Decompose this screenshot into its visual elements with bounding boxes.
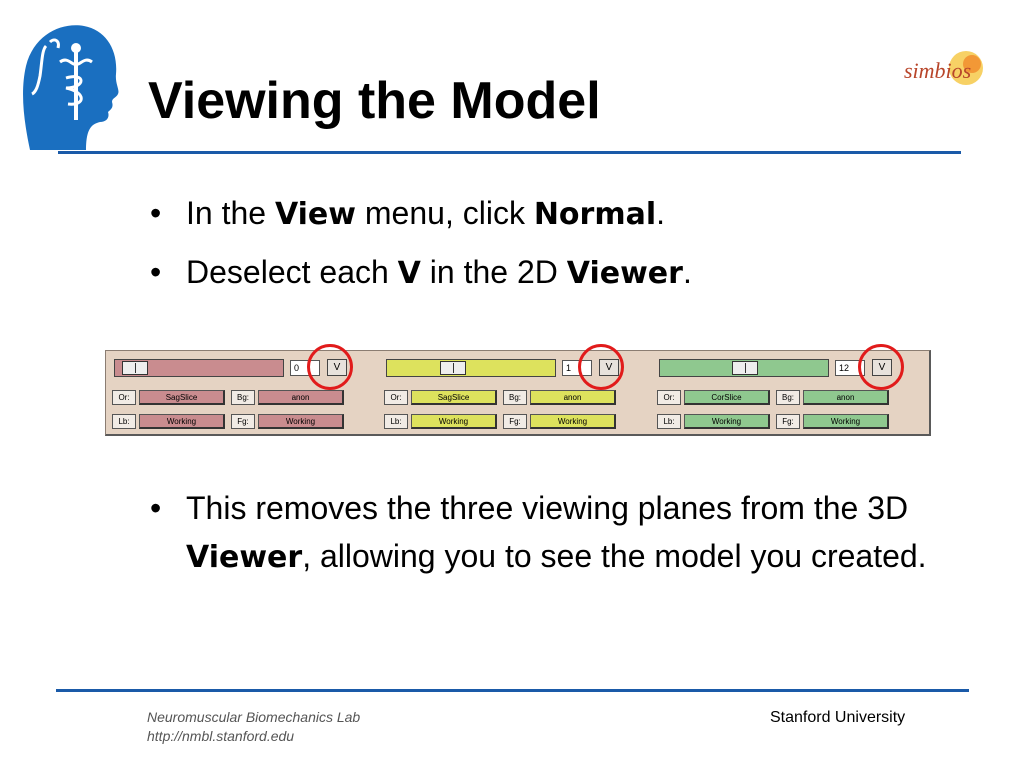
- bullet-item: Deselect each V in the 2D Viewer.: [148, 253, 968, 293]
- slice-slider-thumb[interactable]: [440, 361, 466, 375]
- label-layer-button[interactable]: Working: [684, 414, 770, 429]
- bullet-text: , allowing you to see the model you crea…: [302, 538, 927, 574]
- orient-label[interactable]: Or:: [384, 390, 408, 405]
- slice-panel-red: 0 V Or: SagSlice Bg: anon Lb: Working Fg…: [110, 351, 378, 435]
- orient-label[interactable]: Or:: [657, 390, 681, 405]
- slice-slider-thumb[interactable]: [732, 361, 758, 375]
- label-layer-label[interactable]: Lb:: [657, 414, 681, 429]
- bullet-list-bottom: This removes the three viewing planes fr…: [148, 484, 968, 601]
- bullet-text: Deselect each: [186, 254, 398, 290]
- bullet-text: .: [656, 195, 666, 231]
- slice-slider[interactable]: [659, 359, 829, 377]
- footer-lab-url[interactable]: http://nmbl.stanford.edu: [147, 728, 295, 744]
- bullet-bold: V: [397, 256, 421, 291]
- bullet-list-top: In the View menu, click Normal. Deselect…: [148, 194, 968, 312]
- bullet-text: .: [682, 254, 692, 290]
- bullet-text: in the 2D: [420, 254, 567, 290]
- bullet-bold: Viewer: [566, 256, 683, 291]
- bg-button[interactable]: anon: [258, 390, 344, 405]
- bullet-item: This removes the three viewing planes fr…: [148, 484, 968, 582]
- bg-button[interactable]: anon: [530, 390, 616, 405]
- bullet-bold: View: [274, 197, 356, 232]
- bullet-bold: Viewer: [186, 540, 303, 575]
- orient-label[interactable]: Or:: [112, 390, 136, 405]
- fg-label[interactable]: Fg:: [503, 414, 527, 429]
- bullet-bold: Normal: [533, 197, 657, 232]
- label-layer-button[interactable]: Working: [411, 414, 497, 429]
- footer-lab-info: Neuromuscular Biomechanics Lab http://nm…: [147, 708, 360, 746]
- highlight-circle: [858, 344, 904, 390]
- header-divider: [58, 151, 961, 154]
- bg-button[interactable]: anon: [803, 390, 889, 405]
- page-title: Viewing the Model: [148, 72, 601, 130]
- bullet-item: In the View menu, click Normal.: [148, 194, 968, 234]
- slice-slider[interactable]: [114, 359, 284, 377]
- orient-button[interactable]: SagSlice: [411, 390, 497, 405]
- label-layer-label[interactable]: Lb:: [384, 414, 408, 429]
- slice-slider-thumb[interactable]: [122, 361, 148, 375]
- slice-viewer-controls: 0 V Or: SagSlice Bg: anon Lb: Working Fg…: [105, 350, 931, 436]
- orient-button[interactable]: SagSlice: [139, 390, 225, 405]
- bg-label[interactable]: Bg:: [503, 390, 527, 405]
- fg-button[interactable]: Working: [530, 414, 616, 429]
- bullet-text: menu, click: [356, 195, 534, 231]
- simbios-logo-text: simbios: [904, 58, 971, 83]
- fg-button[interactable]: Working: [258, 414, 344, 429]
- slicer-head-caduceus-icon: [23, 25, 119, 150]
- orient-button[interactable]: CorSlice: [684, 390, 770, 405]
- bullet-text: In the: [186, 195, 275, 231]
- highlight-circle: [578, 344, 624, 390]
- slice-slider[interactable]: [386, 359, 556, 377]
- fg-label[interactable]: Fg:: [776, 414, 800, 429]
- highlight-circle: [307, 344, 353, 390]
- bg-label[interactable]: Bg:: [776, 390, 800, 405]
- footer-university: Stanford University: [770, 709, 906, 726]
- bg-label[interactable]: Bg:: [231, 390, 255, 405]
- fg-label[interactable]: Fg:: [231, 414, 255, 429]
- footer-lab-name: Neuromuscular Biomechanics Lab: [147, 709, 361, 725]
- slice-panel-yellow: 1 V Or: SagSlice Bg: anon Lb: Working Fg…: [382, 351, 650, 435]
- label-layer-label[interactable]: Lb:: [112, 414, 136, 429]
- footer-divider: [56, 689, 969, 692]
- fg-button[interactable]: Working: [803, 414, 889, 429]
- bullet-text: This removes the three viewing planes fr…: [186, 490, 909, 526]
- simbios-logo-icon: simbios: [904, 51, 983, 85]
- label-layer-button[interactable]: Working: [139, 414, 225, 429]
